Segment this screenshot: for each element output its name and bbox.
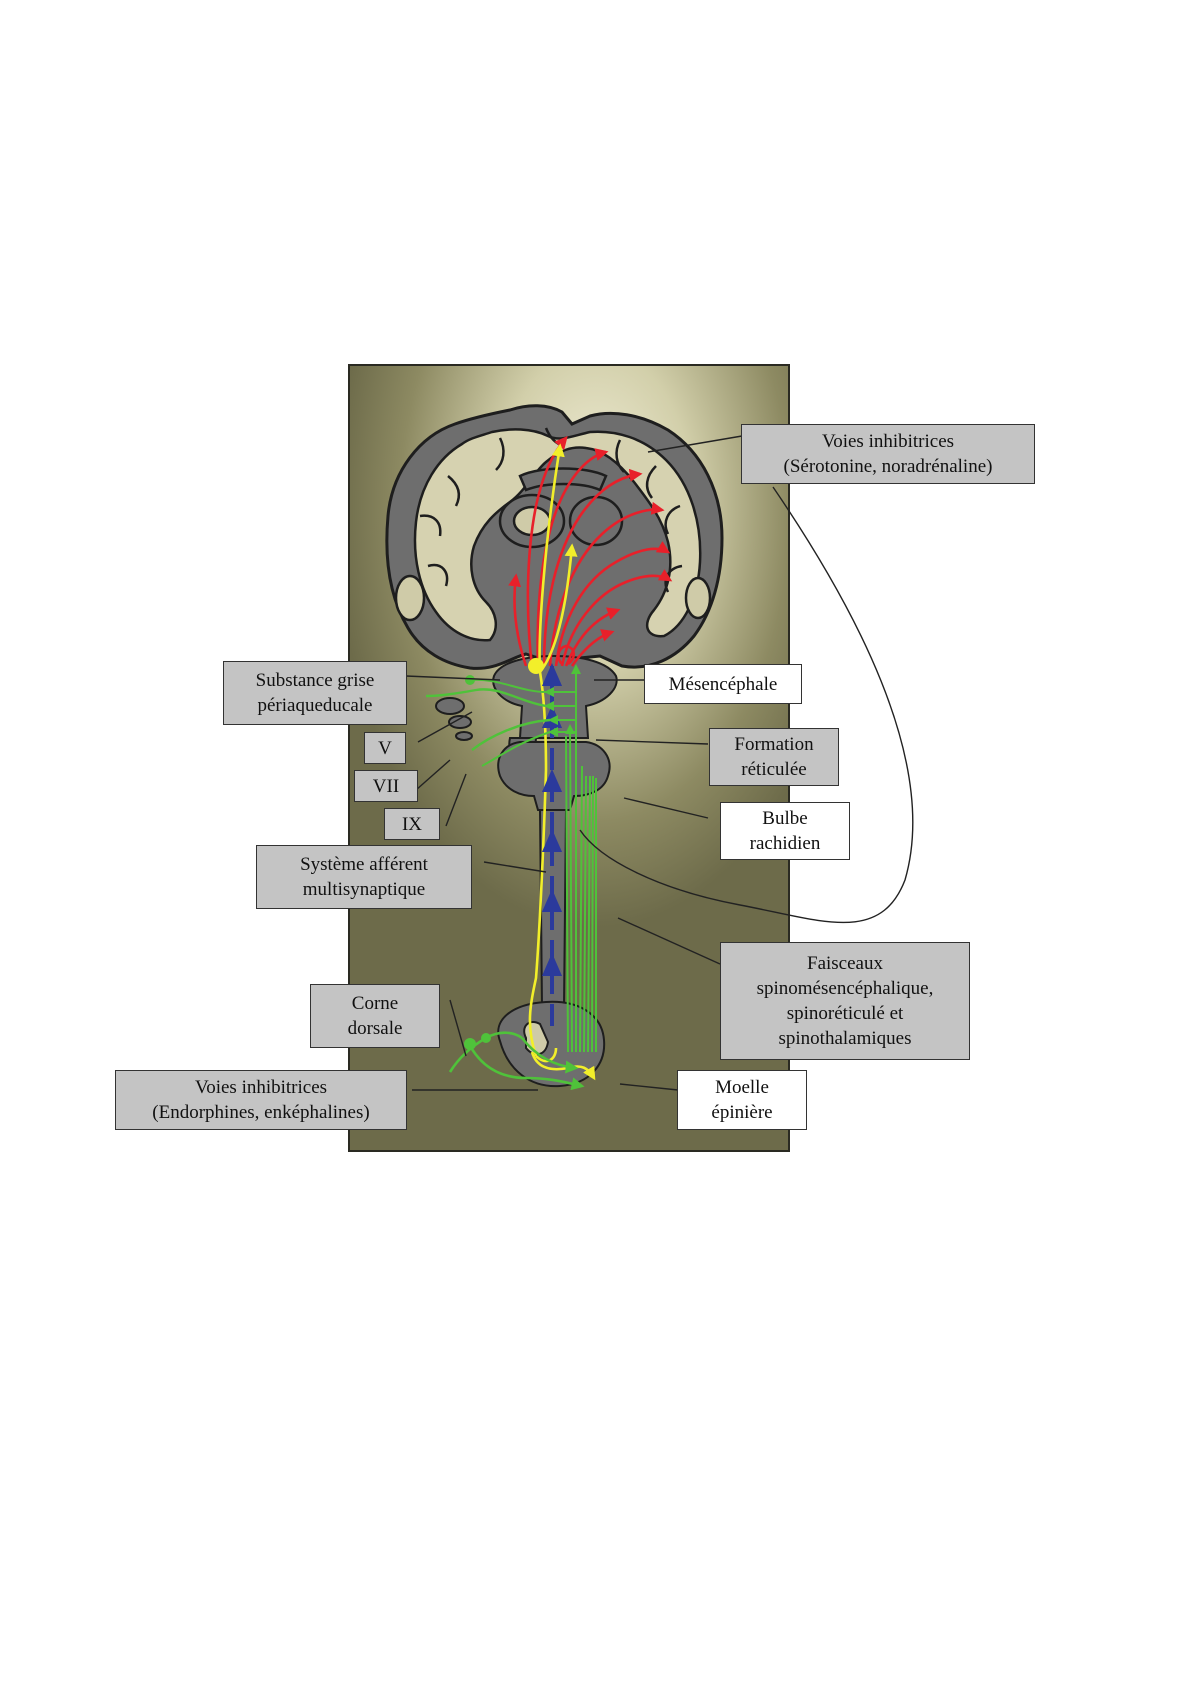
blue-ascending-arrows xyxy=(541,663,563,1026)
label-line: spinothalamiques xyxy=(778,1028,912,1049)
label-nerve-v: V xyxy=(364,732,406,764)
label-line: VII xyxy=(372,775,400,797)
label-line: spinoréticulé et xyxy=(786,1003,904,1024)
label-line: (Endorphines, enképhalines) xyxy=(152,1102,370,1123)
label-line: Mésencéphale xyxy=(668,673,778,695)
label-line: Voies inhibitrices xyxy=(194,1077,328,1098)
label-line: Corne xyxy=(351,993,399,1014)
label-line: épinière xyxy=(711,1102,773,1123)
label-moelle-epiniere: Moelle épinière xyxy=(677,1070,807,1130)
label-line: IX xyxy=(401,813,423,835)
label-substance-grise: Substance grise périaqueducale xyxy=(223,661,407,725)
label-line: dorsale xyxy=(347,1018,403,1039)
label-line: (Sérotonine, noradrénaline) xyxy=(783,456,993,477)
cranial-nerve-nuclei xyxy=(435,697,473,741)
label-line: spinomésencéphalique, xyxy=(756,978,934,999)
label-line: périaqueducale xyxy=(257,695,373,716)
label-line: Substance grise xyxy=(255,670,375,691)
label-line: réticulée xyxy=(741,759,807,780)
label-line: Voies inhibitrices xyxy=(821,431,955,452)
label-voies-inhibitrices-serotonine: Voies inhibitrices (Sérotonine, noradrén… xyxy=(741,424,1035,484)
label-line: Formation xyxy=(734,734,814,755)
label-nerve-vii: VII xyxy=(354,770,418,802)
label-line: Moelle xyxy=(715,1077,769,1098)
label-faisceaux: Faisceaux spinomésencéphalique, spinorét… xyxy=(720,942,970,1060)
label-nerve-ix: IX xyxy=(384,808,440,840)
label-voies-inhibitrices-endorphines: Voies inhibitrices (Endorphines, enképha… xyxy=(115,1070,407,1130)
label-systeme-afferent: Système afférent multisynaptique xyxy=(256,845,472,909)
label-mesencephale: Mésencéphale xyxy=(644,664,802,704)
label-line: multisynaptique xyxy=(302,879,426,900)
label-line: Bulbe xyxy=(762,808,808,829)
label-line: V xyxy=(378,737,392,759)
label-line: rachidien xyxy=(749,833,821,854)
label-formation-reticulee: Formation réticulée xyxy=(709,728,839,786)
yellow-afferent-pathway xyxy=(528,443,596,1081)
label-corne-dorsale: Corne dorsale xyxy=(310,984,440,1048)
brainstem xyxy=(492,654,618,1007)
label-bulbe-rachidien: Bulbe rachidien xyxy=(720,802,850,860)
label-line: Système afférent xyxy=(300,854,428,875)
label-line: Faisceaux xyxy=(807,953,883,974)
